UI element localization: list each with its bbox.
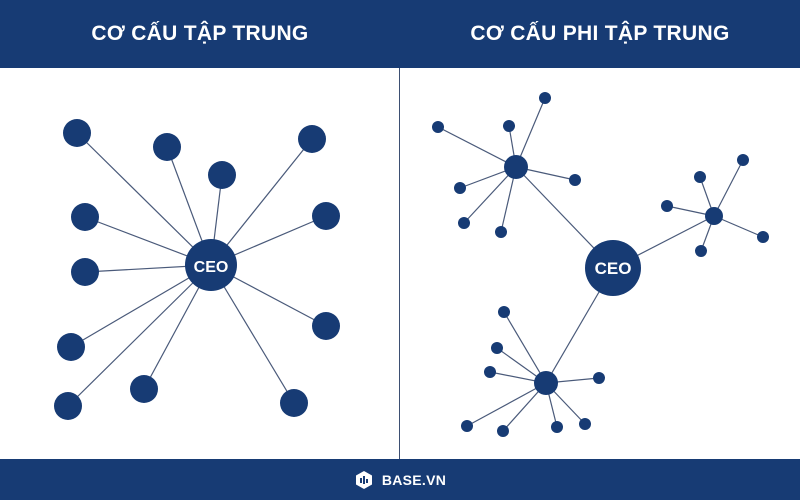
centralized-node (63, 119, 91, 147)
centralized-node (298, 125, 326, 153)
decentralized-leaf-node (491, 342, 503, 354)
decentralized-hub-node (705, 207, 723, 225)
centralized-edge (67, 264, 212, 407)
centralized-node (280, 389, 308, 417)
footer-bar: BASE.VN (0, 459, 800, 500)
centralized-edge (210, 264, 295, 404)
decentralized-leaf-node (661, 200, 673, 212)
decentralized-edge (437, 126, 517, 168)
decentralized-leaf-node (498, 306, 510, 318)
centralized-node (312, 312, 340, 340)
hexagon-bars-icon (355, 470, 372, 489)
decentralized-leaf-node (503, 120, 515, 132)
decentralized-leaf-node (484, 366, 496, 378)
centralized-edge (76, 132, 212, 266)
decentralized-title: CƠ CẤU PHI TẬP TRUNG (470, 22, 730, 45)
centralized-node (71, 203, 99, 231)
centralized-node (57, 333, 85, 361)
panel-divider (399, 68, 400, 459)
decentralized-leaf-node (551, 421, 563, 433)
decentralized-leaf-node (458, 217, 470, 229)
decentralized-leaf-node (695, 245, 707, 257)
decentralized-leaf-node (461, 420, 473, 432)
decentralized-edge (466, 382, 547, 427)
centralized-node (208, 161, 236, 189)
decentralized-edge (503, 311, 547, 384)
decentralized-leaf-node (454, 182, 466, 194)
org-structure-diagram: CEO CEO (54, 92, 769, 437)
decentralized-leaf-node (579, 418, 591, 430)
centralized-ceo-label: CEO (194, 259, 229, 276)
decentralized-ceo-label: CEO (595, 259, 632, 278)
decentralized-leaf-node (593, 372, 605, 384)
decentralized-leaf-node (539, 92, 551, 104)
decentralized-leaf-node (757, 231, 769, 243)
centralized-node (54, 392, 82, 420)
centralized-node (130, 375, 158, 403)
centralized-edge (210, 138, 313, 266)
decentralized-leaf-node (432, 121, 444, 133)
centralized-node (153, 133, 181, 161)
decentralized-hub-node (504, 155, 528, 179)
brand-name: BASE.VN (381, 471, 447, 488)
decentralized-edge (463, 166, 517, 224)
centralized-node (71, 258, 99, 286)
decentralized-leaf-node (694, 171, 706, 183)
decentralized-edge (515, 97, 546, 168)
decentralized-hub-node (534, 371, 558, 395)
centralized-node (312, 202, 340, 230)
decentralized-leaf-node (737, 154, 749, 166)
decentralized-ceo-node (585, 240, 641, 296)
centralized-ceo-node (185, 239, 237, 291)
decentralized-leaf-node (569, 174, 581, 186)
centralized-edge (70, 264, 212, 348)
nodes (54, 92, 769, 437)
header-bar: CƠ CẤU TẬP TRUNG CƠ CẤU PHI TẬP TRUNG (0, 0, 800, 68)
decentralized-leaf-node (497, 425, 509, 437)
centralized-title: CƠ CẤU TẬP TRUNG (91, 22, 309, 45)
decentralized-edge (713, 159, 744, 217)
decentralized-leaf-node (495, 226, 507, 238)
